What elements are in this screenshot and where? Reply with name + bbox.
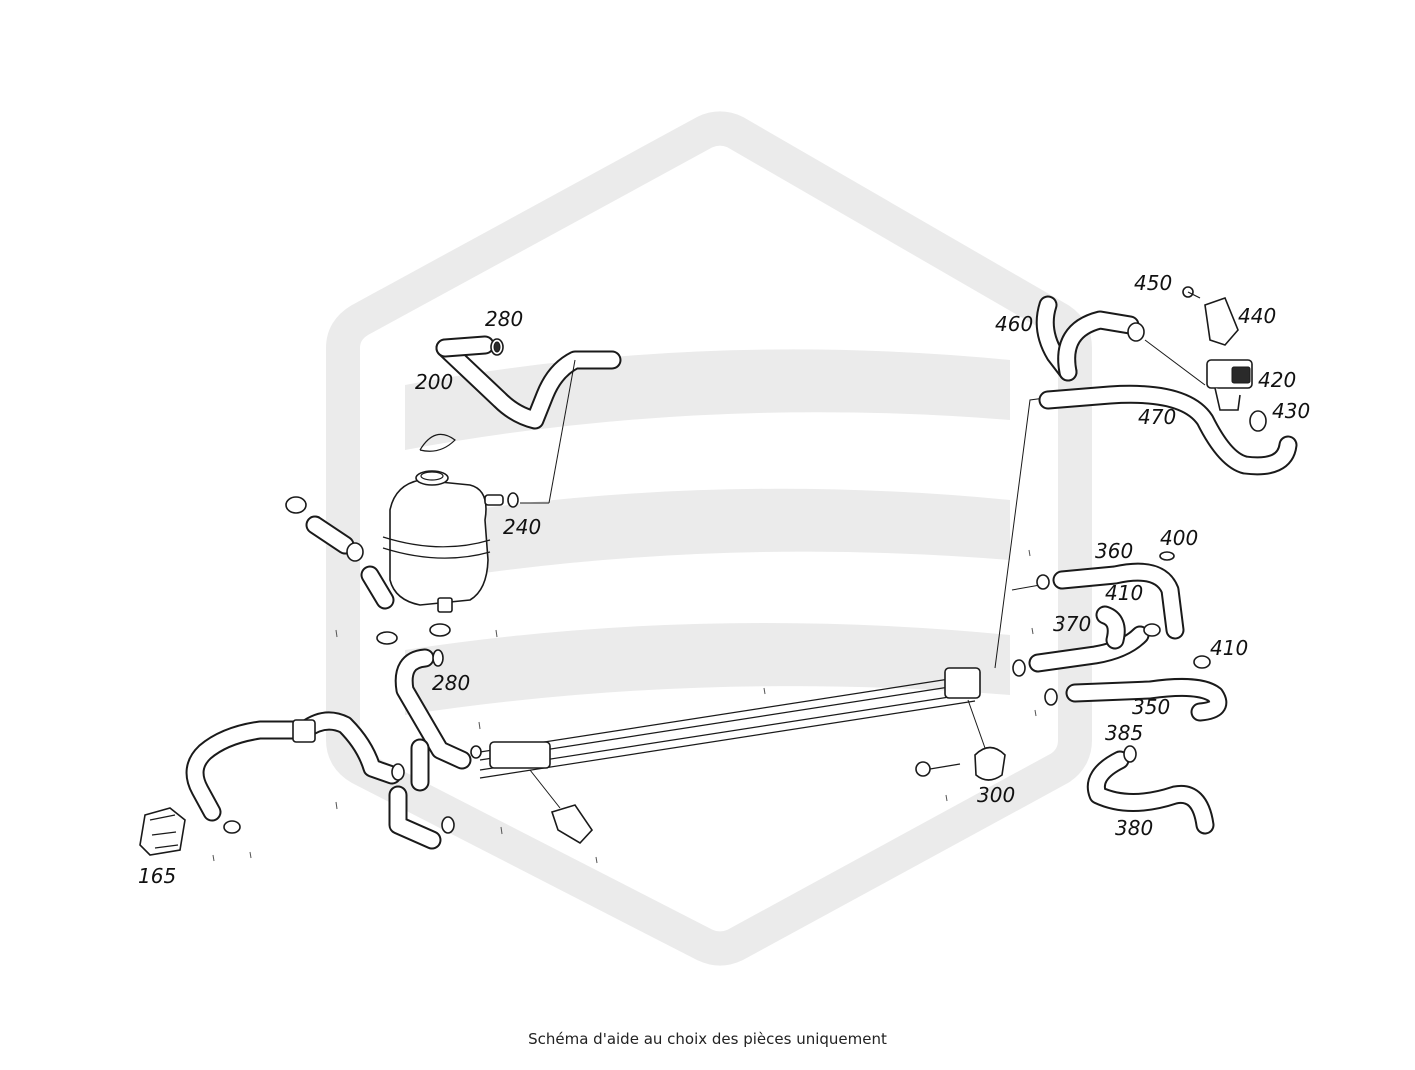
label-165[interactable]: 165	[138, 864, 176, 888]
clamp-385[interactable]	[1123, 745, 1137, 763]
clamp-280-top[interactable]	[490, 338, 504, 356]
label-385[interactable]: 385	[1105, 721, 1143, 745]
hose-380[interactable]	[1086, 750, 1215, 835]
hose-470[interactable]	[1038, 384, 1298, 476]
hose-lower-left[interactable]	[185, 711, 402, 822]
hose-middle[interactable]	[388, 648, 472, 850]
clamp-240[interactable]	[507, 492, 519, 508]
screw-300[interactable]	[915, 761, 961, 777]
label-240[interactable]: 240	[503, 515, 541, 539]
valve-420[interactable]	[1206, 359, 1253, 411]
expansion-tank[interactable]	[382, 433, 504, 613]
label-280-middle[interactable]: 280	[432, 671, 470, 695]
label-410-b[interactable]: 410	[1210, 636, 1248, 660]
clamp-lower-left[interactable]	[223, 763, 405, 834]
label-400[interactable]: 400	[1160, 526, 1198, 550]
hose-370[interactable]	[1012, 605, 1150, 677]
bracket-165[interactable]	[139, 807, 186, 856]
label-350[interactable]: 350	[1132, 695, 1170, 719]
diagram-caption: Schéma d'aide au choix des pièces unique…	[528, 1030, 887, 1048]
label-460[interactable]: 460	[995, 312, 1033, 336]
label-410-a[interactable]: 410	[1105, 581, 1143, 605]
label-370[interactable]: 370	[1053, 612, 1091, 636]
label-440[interactable]: 440	[1238, 304, 1276, 328]
hose-360[interactable]	[1036, 562, 1185, 640]
label-420[interactable]: 420	[1258, 368, 1296, 392]
hose-460[interactable]	[1035, 295, 1145, 382]
hose-left-short[interactable]	[285, 496, 451, 645]
label-470[interactable]: 470	[1138, 405, 1176, 429]
hose-350[interactable]	[1044, 677, 1228, 722]
marker-ticks	[212, 549, 1037, 864]
pipe-assembly[interactable]	[470, 667, 981, 779]
bracket-440[interactable]	[1204, 296, 1239, 346]
watermark-logo	[326, 111, 1092, 966]
clip-300[interactable]	[974, 746, 1006, 781]
clamp-400[interactable]	[1159, 551, 1175, 561]
clamp-430[interactable]	[1249, 410, 1267, 432]
label-200[interactable]: 200	[415, 370, 453, 394]
hose-200[interactable]	[435, 335, 622, 430]
label-360[interactable]: 360	[1095, 539, 1133, 563]
clamp-410-b[interactable]	[1193, 655, 1211, 669]
bracket-lower-pipe[interactable]	[550, 804, 594, 845]
clamp-410-a[interactable]	[1143, 623, 1161, 637]
screw-450[interactable]	[1182, 286, 1201, 299]
label-430[interactable]: 430	[1272, 399, 1310, 423]
label-300[interactable]: 300	[977, 783, 1015, 807]
label-450[interactable]: 450	[1134, 271, 1172, 295]
callout-labels: 165 200 240 280 280 300 350 360 370 380 …	[138, 271, 1310, 888]
label-280-top[interactable]: 280	[485, 307, 523, 331]
label-380[interactable]: 380	[1115, 816, 1153, 840]
